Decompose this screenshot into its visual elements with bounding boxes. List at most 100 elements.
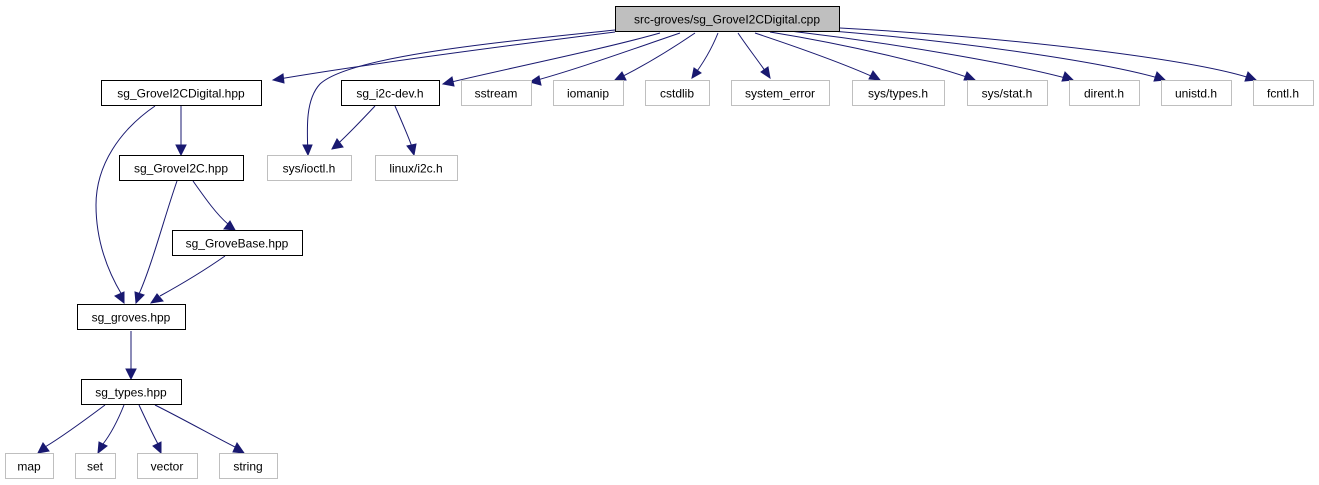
node-iomanip-box (553, 80, 624, 106)
node-sg-grovei2c-hpp-label: sg_GroveI2C.hpp (134, 162, 228, 176)
node-root-label: src-groves/sg_GroveI2CDigital.cpp (634, 13, 820, 27)
edge-sg-types-hpp-to-map (44, 404, 106, 448)
arrowhead (223, 220, 236, 231)
arrowhead (963, 71, 977, 81)
node-set-box (75, 453, 116, 479)
arrowhead (331, 138, 344, 150)
edge-sg-i2c-dev-h-to-linux-i2c-h (394, 105, 413, 148)
arrowhead (232, 441, 246, 454)
arrowhead (1244, 71, 1258, 82)
node-sys-ioctl-h-label: sys/ioctl.h (283, 162, 336, 176)
node-sg-groves-hpp[interactable]: sg_groves.hpp (77, 304, 186, 330)
node-sys-types-h[interactable]: sys/types.h (852, 80, 945, 106)
node-dirent-h[interactable]: dirent.h (1069, 80, 1140, 106)
node-vector[interactable]: vector (137, 453, 198, 479)
node-sys-ioctl-h[interactable]: sys/ioctl.h (267, 155, 352, 181)
edge-sg-types-hpp-to-vector (138, 404, 159, 445)
node-sg-grovei2cdigital-hpp[interactable]: sg_GroveI2CDigital.hpp (101, 80, 262, 106)
node-root[interactable]: src-groves/sg_GroveI2CDigital.cpp (615, 6, 840, 32)
arrowhead (97, 441, 108, 455)
edge-sg-grovei2cdigital-hpp-to-sg-groves-hpp (95, 105, 156, 296)
node-sg-i2c-dev-h-box (341, 80, 440, 106)
node-root-box (615, 6, 840, 32)
node-system-error[interactable]: system_error (731, 80, 830, 106)
arrowhead (152, 441, 162, 455)
node-fcntl-h-box (1253, 80, 1314, 106)
arrowhead (406, 143, 417, 157)
node-unistd-h-box (1161, 80, 1232, 106)
arrowhead (1153, 71, 1167, 82)
arrowhead (441, 76, 455, 87)
arrowhead (528, 75, 542, 86)
node-sys-stat-h-label: sys/stat.h (982, 87, 1033, 101)
edge-root-to-sstream (529, 32, 681, 83)
arrowhead (760, 66, 771, 80)
node-system-error-label: system_error (745, 87, 815, 101)
edges (37, 27, 1258, 455)
node-vector-box (137, 453, 198, 479)
node-sg-i2c-dev-h[interactable]: sg_i2c-dev.h (341, 80, 440, 106)
node-map[interactable]: map (5, 453, 54, 479)
node-sg-grovei2cdigital-hpp-box (101, 80, 262, 106)
arrowhead (868, 70, 882, 81)
arrowhead (302, 144, 313, 157)
node-sg-grovebase-hpp-label: sg_GroveBase.hpp (186, 237, 289, 251)
arrowhead (1061, 71, 1075, 82)
arrowhead (613, 71, 627, 81)
node-linux-i2c-h[interactable]: linux/i2c.h (375, 155, 458, 181)
node-cstdlib[interactable]: cstdlib (645, 80, 710, 106)
node-sys-stat-h[interactable]: sys/stat.h (967, 80, 1048, 106)
node-sg-grovebase-hpp[interactable]: sg_GroveBase.hpp (172, 230, 303, 256)
node-linux-i2c-h-label: linux/i2c.h (389, 162, 442, 176)
node-fcntl-h[interactable]: fcntl.h (1253, 80, 1314, 106)
node-string-label: string (233, 460, 262, 474)
nodes: src-groves/sg_GroveI2CDigital.cpp sg_Gro… (5, 6, 1314, 479)
arrowhead (271, 73, 285, 84)
node-sg-types-hpp-box (81, 379, 182, 405)
node-sg-types-hpp[interactable]: sg_types.hpp (81, 379, 182, 405)
arrowhead (149, 293, 164, 304)
edge-sg-grovei2c-hpp-to-sg-groves-hpp (138, 180, 178, 295)
node-linux-i2c-h-box (375, 155, 458, 181)
node-sys-types-h-box (852, 80, 945, 106)
arrowhead (175, 144, 187, 157)
edge-sg-grovebase-hpp-to-sg-groves-hpp (159, 255, 226, 297)
node-set[interactable]: set (75, 453, 116, 479)
node-sstream[interactable]: sstream (461, 80, 532, 106)
edge-sg-types-hpp-to-set (102, 404, 125, 445)
arrowhead (134, 291, 145, 305)
edge-root-to-fcntl-h (839, 27, 1257, 81)
edge-sg-grovei2c-hpp-to-sg-grovebase-hpp (192, 180, 229, 225)
node-sg-grovei2c-hpp[interactable]: sg_GroveI2C.hpp (119, 155, 244, 181)
node-set-label: set (87, 460, 104, 474)
arrowhead (691, 67, 702, 79)
arrowhead (37, 442, 50, 454)
node-unistd-h-label: unistd.h (1175, 87, 1217, 101)
node-sys-ioctl-h-box (267, 155, 352, 181)
edge-root-to-dirent-h (789, 30, 1074, 81)
node-unistd-h[interactable]: unistd.h (1161, 80, 1232, 106)
node-sg-grovei2c-hpp-box (119, 155, 244, 181)
edge-root-to-unistd-h (819, 29, 1166, 81)
node-sg-grovebase-hpp-box (172, 230, 303, 256)
node-iomanip-label: iomanip (567, 87, 609, 101)
node-string-box (219, 453, 278, 479)
node-sg-groves-hpp-box (77, 304, 186, 330)
node-string[interactable]: string (219, 453, 278, 479)
edge-root-to-iomanip (614, 32, 696, 81)
node-cstdlib-box (645, 80, 710, 106)
node-cstdlib-label: cstdlib (660, 87, 694, 101)
node-sg-groves-hpp-label: sg_groves.hpp (92, 311, 171, 325)
edge-root-to-sys-ioctl-h (306, 29, 616, 156)
node-sg-types-hpp-label: sg_types.hpp (95, 386, 167, 400)
node-sstream-label: sstream (475, 87, 518, 101)
arrowhead (125, 368, 137, 381)
node-iomanip[interactable]: iomanip (553, 80, 624, 106)
node-map-box (5, 453, 54, 479)
edge-root-to-sg-grovei2cdigital-hpp (272, 31, 616, 81)
node-system-error-box (731, 80, 830, 106)
node-sg-i2c-dev-h-label: sg_i2c-dev.h (356, 87, 423, 101)
node-sys-stat-h-box (967, 80, 1048, 106)
node-sstream-box (461, 80, 532, 106)
